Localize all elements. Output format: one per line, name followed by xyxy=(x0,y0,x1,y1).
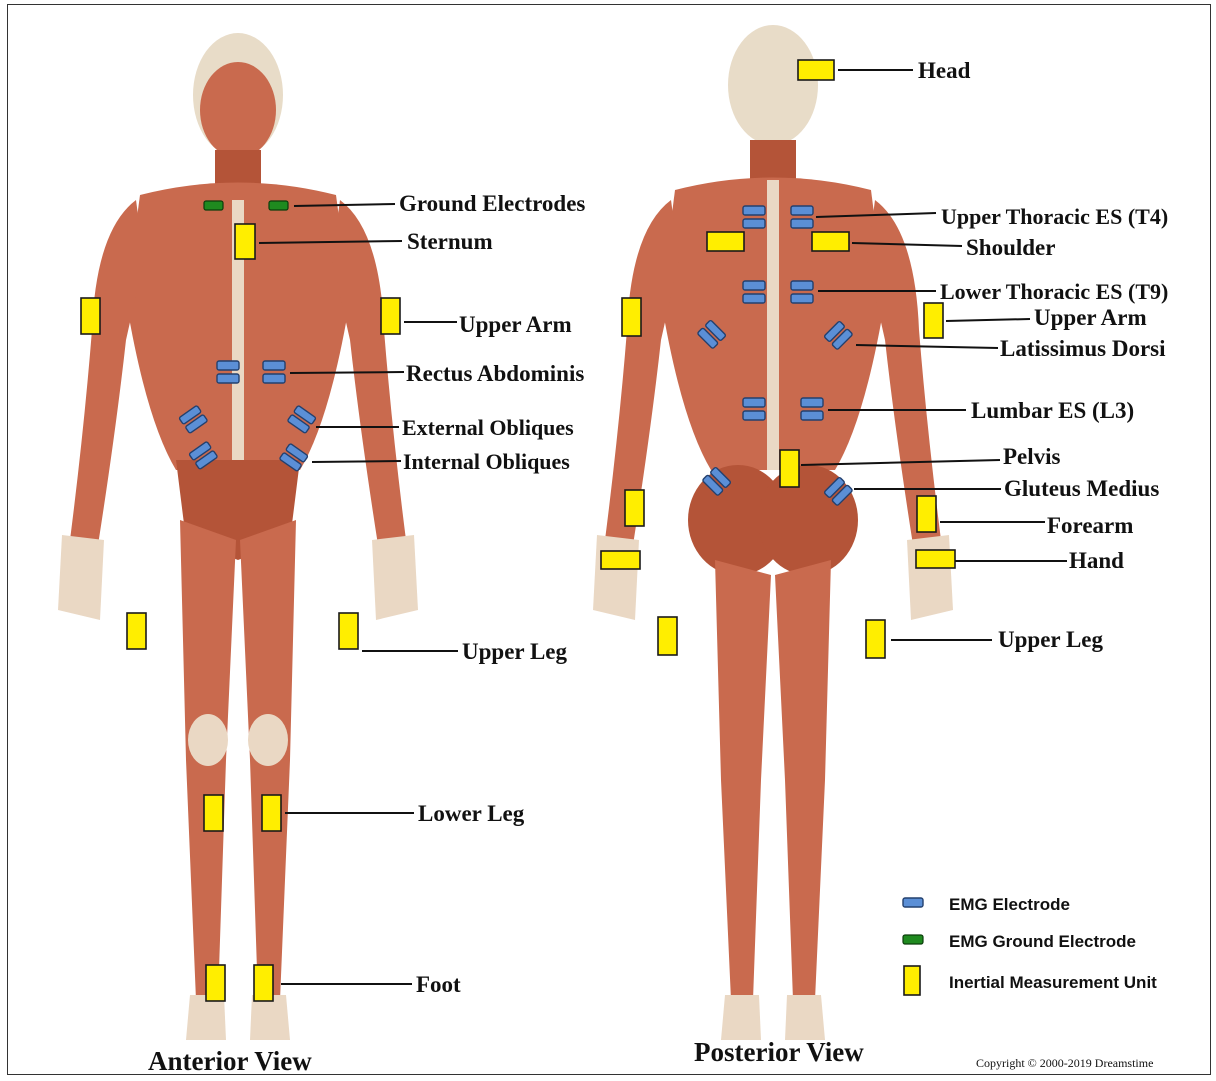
label-internal-obliques: Internal Obliques xyxy=(403,449,570,474)
emg-t4-l-b xyxy=(791,219,813,228)
imu-pelvis xyxy=(780,450,799,487)
posterior-view-title: Posterior View xyxy=(694,1037,864,1067)
imu-lower-leg-left xyxy=(262,795,281,831)
label-lower-leg: Lower Leg xyxy=(418,801,525,826)
emg-rectus-2a xyxy=(263,361,285,370)
emg-rectus-1b xyxy=(217,374,239,383)
imu-upper-arm-post-left xyxy=(924,303,943,338)
imu-lower-leg-right xyxy=(204,795,223,831)
label-sternum: Sternum xyxy=(407,229,493,254)
anterior-view-title: Anterior View xyxy=(148,1046,312,1076)
imu-head xyxy=(798,60,834,80)
imu-upper-arm-post-right xyxy=(622,298,641,336)
label-gluteus-medius: Gluteus Medius xyxy=(1004,476,1159,501)
legend-emg-swatch xyxy=(903,898,923,907)
emg-t4-l-a xyxy=(791,206,813,215)
legend-imu-swatch xyxy=(904,966,920,995)
legend: EMG Electrode EMG Ground Electrode Inert… xyxy=(903,895,1157,995)
imu-foot-left xyxy=(254,965,273,1001)
imu-sternum xyxy=(235,224,255,259)
label-hand: Hand xyxy=(1069,548,1124,573)
ground-electrode-left xyxy=(204,201,223,210)
label-lower-thoracic-es: Lower Thoracic ES (T9) xyxy=(940,279,1168,304)
emg-rectus-1a xyxy=(217,361,239,370)
label-ground-electrodes: Ground Electrodes xyxy=(399,191,585,216)
label-pelvis: Pelvis xyxy=(1003,444,1061,469)
emg-t9-l-b xyxy=(791,294,813,303)
emg-l3-l-b xyxy=(801,411,823,420)
legend-imu-label: Inertial Measurement Unit xyxy=(949,973,1157,992)
label-upper-leg-posterior: Upper Leg xyxy=(998,627,1103,652)
label-lumbar-es: Lumbar ES (L3) xyxy=(971,398,1134,423)
imu-shoulder-left xyxy=(812,232,849,251)
copyright-text: Copyright © 2000-2019 Dreamstime xyxy=(976,1056,1153,1070)
ground-electrode-right xyxy=(269,201,288,210)
imu-forearm-right xyxy=(625,490,644,526)
label-latissimus-dorsi: Latissimus Dorsi xyxy=(1000,336,1166,361)
legend-ground-swatch xyxy=(903,935,923,944)
imu-hand-left xyxy=(916,550,955,568)
label-foot: Foot xyxy=(416,972,461,997)
imu-upper-arm-left xyxy=(381,298,400,334)
posterior-figure xyxy=(593,25,953,1040)
emg-l3-r-a xyxy=(743,398,765,407)
imu-upper-leg-right xyxy=(127,613,146,649)
imu-forearm-left xyxy=(917,496,936,532)
imu-upper-leg-post-right xyxy=(658,617,677,655)
anterior-figure xyxy=(58,33,418,1040)
label-rectus-abdominis: Rectus Abdominis xyxy=(406,361,584,386)
label-upper-arm-posterior: Upper Arm xyxy=(1034,305,1147,330)
imu-upper-arm-right xyxy=(81,298,100,334)
imu-foot-right xyxy=(206,965,225,1001)
label-forearm: Forearm xyxy=(1047,513,1133,538)
imu-upper-leg-left xyxy=(339,613,358,649)
anterior-labels: Ground Electrodes Sternum Upper Arm Rect… xyxy=(399,191,585,997)
imu-upper-leg-post-left xyxy=(866,620,885,658)
label-head: Head xyxy=(918,58,971,83)
emg-rectus-2b xyxy=(263,374,285,383)
label-upper-leg-anterior: Upper Leg xyxy=(462,639,567,664)
imu-hand-right xyxy=(601,551,640,569)
label-upper-arm-anterior: Upper Arm xyxy=(459,312,572,337)
emg-t9-r-b xyxy=(743,294,765,303)
emg-l3-r-b xyxy=(743,411,765,420)
label-shoulder: Shoulder xyxy=(966,235,1055,260)
emg-t4-r-b xyxy=(743,219,765,228)
emg-t9-l-a xyxy=(791,281,813,290)
emg-t9-r-a xyxy=(743,281,765,290)
label-external-obliques: External Obliques xyxy=(402,415,574,440)
legend-emg-label: EMG Electrode xyxy=(949,895,1070,914)
emg-l3-l-a xyxy=(801,398,823,407)
label-upper-thoracic-es: Upper Thoracic ES (T4) xyxy=(941,204,1168,229)
imu-shoulder-right xyxy=(707,232,744,251)
legend-ground-label: EMG Ground Electrode xyxy=(949,932,1136,951)
emg-t4-r-a xyxy=(743,206,765,215)
